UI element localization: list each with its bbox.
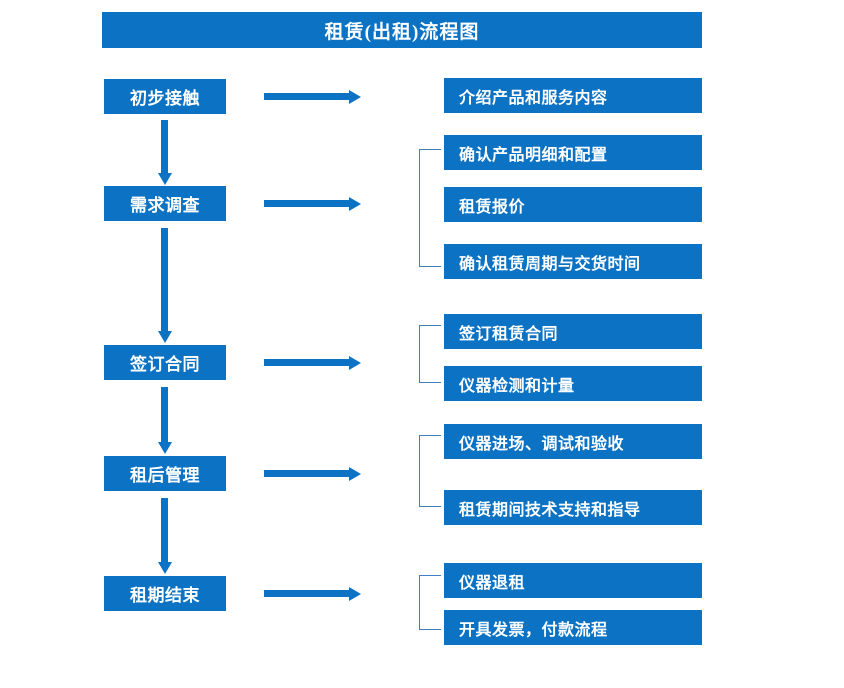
page-title: 租赁(出租)流程图 bbox=[102, 12, 702, 48]
stage-box-2[interactable]: 需求调查 bbox=[104, 186, 226, 221]
detail-box-7[interactable]: 仪器进场、调试和验收 bbox=[444, 424, 702, 459]
detail-box-5[interactable]: 签订租赁合同 bbox=[444, 314, 702, 349]
arrow-down-1 bbox=[161, 120, 168, 174]
group-bracket-4 bbox=[419, 575, 441, 630]
arrow-right-4 bbox=[264, 470, 350, 477]
detail-box-2[interactable]: 确认产品明细和配置 bbox=[444, 135, 702, 170]
arrow-down-3 bbox=[161, 387, 168, 443]
stage-box-4[interactable]: 租后管理 bbox=[104, 456, 226, 491]
group-bracket-3 bbox=[419, 435, 441, 507]
arrow-right-3 bbox=[264, 359, 350, 366]
arrow-right-2 bbox=[264, 200, 350, 207]
arrow-right-1 bbox=[264, 93, 350, 100]
arrow-down-2 bbox=[161, 228, 168, 332]
arrow-down-4 bbox=[161, 498, 168, 563]
detail-box-1[interactable]: 介绍产品和服务内容 bbox=[444, 78, 702, 113]
detail-box-10[interactable]: 开具发票，付款流程 bbox=[444, 610, 702, 645]
detail-box-8[interactable]: 租赁期间技术支持和指导 bbox=[444, 490, 702, 525]
detail-box-9[interactable]: 仪器退租 bbox=[444, 563, 702, 598]
group-bracket-2 bbox=[419, 325, 441, 383]
stage-box-1[interactable]: 初步接触 bbox=[104, 79, 226, 114]
arrow-right-5 bbox=[264, 590, 350, 597]
detail-box-4[interactable]: 确认租赁周期与交货时间 bbox=[444, 244, 702, 279]
group-bracket-1 bbox=[419, 149, 441, 267]
detail-box-6[interactable]: 仪器检测和计量 bbox=[444, 366, 702, 401]
detail-box-3[interactable]: 租赁报价 bbox=[444, 187, 702, 222]
stage-box-3[interactable]: 签订合同 bbox=[104, 345, 226, 380]
stage-box-5[interactable]: 租期结束 bbox=[104, 576, 226, 611]
